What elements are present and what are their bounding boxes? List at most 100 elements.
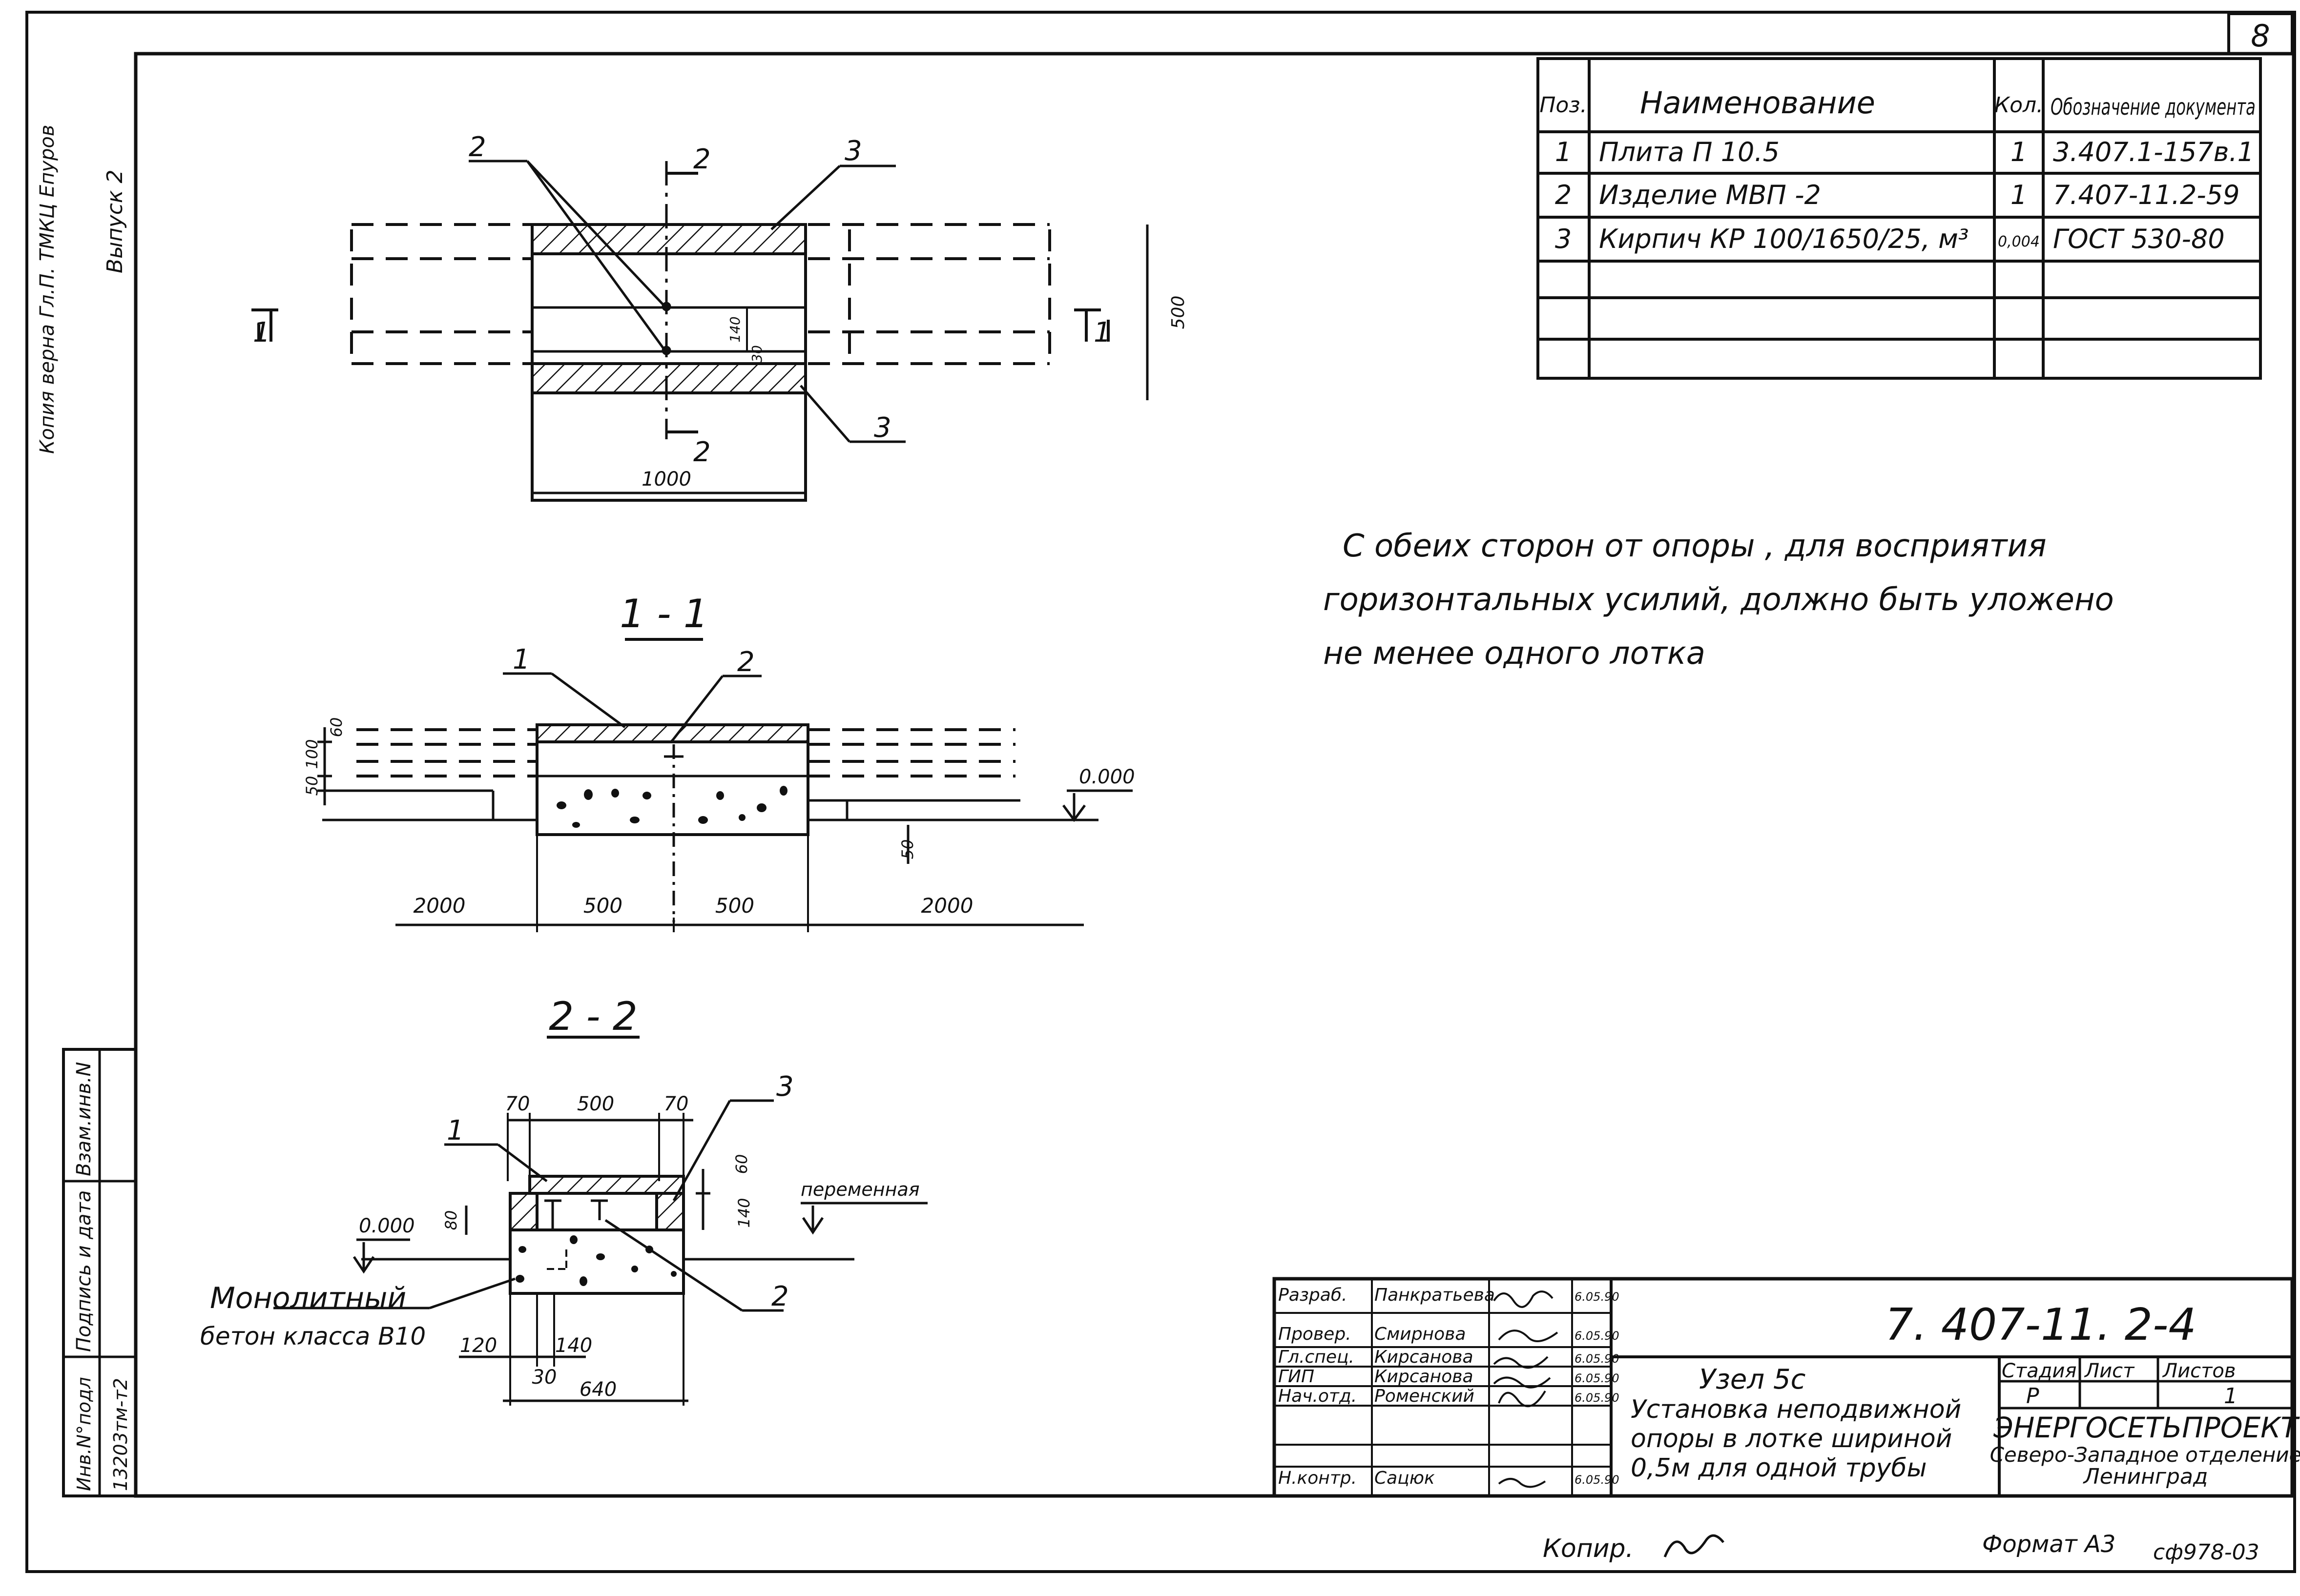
role-6-name: Сацюк xyxy=(1374,1468,1435,1488)
stage-value: Р xyxy=(2026,1384,2039,1409)
s11-dim-60: 60 xyxy=(327,717,346,737)
stage-label: Стадия xyxy=(2002,1360,2076,1382)
sheets-label: Листов xyxy=(2162,1360,2236,1382)
header-doc: Обозначение документа xyxy=(2051,94,2256,120)
s11-dim-500-left: 500 xyxy=(583,894,622,918)
title-block-labels: 7. 407-11. 2-4 Разраб. Панкратьева 6.05.… xyxy=(1278,1285,2300,1489)
description-3: 0,5м для одной трубы xyxy=(1631,1453,1927,1483)
footer-archive: сф978-03 xyxy=(2153,1540,2259,1565)
section-2-2-title: 2 - 2 xyxy=(549,994,638,1039)
role-3-name: Кирсанова xyxy=(1374,1347,1473,1367)
row3-name: Кирпич КР 100/1650/25, м³ xyxy=(1599,224,1969,254)
s22-dim-70-right: 70 xyxy=(664,1093,689,1115)
description-2: опоры в лотке шириной xyxy=(1631,1424,1952,1453)
role-4-date: 6.05.90 xyxy=(1575,1371,1619,1385)
s22-dim-60: 60 xyxy=(732,1154,751,1174)
row1-name: Плита П 10.5 xyxy=(1599,137,1780,167)
s11-dim-2000-right: 2000 xyxy=(921,894,974,918)
issue-note: Выпуск 2 xyxy=(103,170,127,273)
role-5-name: Роменский xyxy=(1374,1386,1474,1406)
s22-concrete-2: бетон класса В10 xyxy=(200,1322,426,1350)
row3-qty: 0,004 xyxy=(1998,233,2040,250)
plan-dim-30: 30 xyxy=(749,345,765,363)
row1-doc: 3.407.1-157в.1 xyxy=(2053,137,2254,167)
s22-dim-70-left: 70 xyxy=(505,1093,530,1115)
role-6-date: 6.05.90 xyxy=(1575,1473,1619,1487)
spec-rows: 1 Плита П 10.5 1 3.407.1-157в.1 2 Издели… xyxy=(1555,137,2254,254)
plan-callout-3-bottom: 3 xyxy=(874,412,891,444)
sheets-value: 1 xyxy=(2224,1384,2238,1409)
role-3: Гл.спец. xyxy=(1278,1347,1354,1367)
plan-view xyxy=(251,160,1149,502)
inv-label: Инв.N°подл xyxy=(73,1377,95,1491)
note-text: С обеих сторон от опоры , для восприятия… xyxy=(1323,528,2114,672)
plan-cut1-left: 1 xyxy=(253,317,270,348)
sign-label: Подпись и дата xyxy=(73,1190,95,1352)
s11-callout-2: 2 xyxy=(737,646,755,678)
sheet-number: 8 xyxy=(2251,18,2270,54)
note-line-1: С обеих сторон от опоры , для восприятия xyxy=(1343,528,2047,564)
section-1-1-title: 1 - 1 xyxy=(620,591,708,636)
s22-callout-1: 1 xyxy=(447,1115,464,1146)
s11-dim-500-right: 500 xyxy=(715,894,754,918)
s22-concrete-1: Монолитный xyxy=(210,1281,406,1315)
s22-callout-3: 3 xyxy=(776,1071,794,1103)
org-branch: Северо-Западное отделение xyxy=(1990,1443,2300,1467)
note-line-2: горизонтальных усилий, должно быть уложе… xyxy=(1323,582,2114,618)
plan-labels: 2 3 3 2 2 1 1 1000 500 140 30 xyxy=(253,131,1188,491)
role-2-date: 6.05.90 xyxy=(1575,1329,1619,1343)
row2-pos: 2 xyxy=(1555,180,1572,210)
row3-pos: 3 xyxy=(1555,224,1572,254)
role-5-date: 6.05.90 xyxy=(1575,1391,1619,1405)
role-5: Нач.отд. xyxy=(1278,1386,1357,1406)
role-4-name: Кирсанова xyxy=(1374,1367,1473,1387)
plan-dim-140: 140 xyxy=(727,316,743,342)
section-1-1-labels: 1 - 1 1 2 0.000 60 100 50 50 2000 500 50… xyxy=(303,591,1135,918)
s22-callout-2: 2 xyxy=(771,1281,789,1312)
sheet-frame xyxy=(25,11,2296,1573)
plan-callout-3-top: 3 xyxy=(845,135,862,167)
s22-dim-140: 140 xyxy=(735,1198,753,1228)
footer-format: Формат А3 xyxy=(1982,1531,2115,1558)
plan-callout-2: 2 xyxy=(469,131,486,163)
node-title: Узел 5с xyxy=(1699,1364,1806,1395)
swap-label: Взам.инв.N xyxy=(73,1062,95,1176)
header-pos: Поз. xyxy=(1539,93,1587,118)
section-1-1 xyxy=(317,638,1133,932)
s11-dim-50b: 50 xyxy=(898,839,917,859)
section-2-2 xyxy=(273,1036,928,1406)
s11-elev: 0.000 xyxy=(1079,766,1135,788)
note-line-3: не менее одного лотка xyxy=(1323,635,1705,672)
s22-dim-140-bottom: 140 xyxy=(555,1334,592,1357)
plan-cut1-right: 1 xyxy=(1094,317,1111,348)
row2-doc: 7.407-11.2-59 xyxy=(2053,180,2240,210)
s22-dim-500: 500 xyxy=(577,1093,614,1115)
s22-dim-120: 120 xyxy=(460,1334,497,1357)
header-name: Наименование xyxy=(1640,85,1875,121)
row2-qty: 1 xyxy=(2010,180,2027,210)
row1-pos: 1 xyxy=(1555,137,1572,167)
row3-doc: ГОСТ 530-80 xyxy=(2053,224,2225,254)
row2-name: Изделие МВП -2 xyxy=(1599,180,1821,210)
signatures xyxy=(1493,1290,1558,1488)
plan-cut2-bottom: 2 xyxy=(693,436,711,468)
copy-note: Копия верна Гл.П. ТМКЦ Епуров xyxy=(36,125,59,454)
plan-dim-500: 500 xyxy=(1168,296,1188,329)
org-name: ЭНЕРГОСЕТЬПРОЕКТ xyxy=(1993,1411,2300,1444)
role-2: Провер. xyxy=(1278,1324,1351,1344)
sheet-label: Лист xyxy=(2084,1360,2135,1382)
doc-code: 7. 407-11. 2-4 xyxy=(1885,1299,2196,1350)
role-6: Н.контр. xyxy=(1278,1468,1357,1488)
s11-dim-100: 100 xyxy=(303,739,321,769)
s11-dim-50a: 50 xyxy=(303,776,321,796)
s22-dim-30: 30 xyxy=(532,1366,557,1389)
footer-copied: Копир. xyxy=(1543,1534,1634,1563)
spec-table: Поз. Наименование Кол. Обозначение докум… xyxy=(1536,57,2262,380)
inv-value: 13203тм-т2 xyxy=(110,1378,131,1491)
roles-table: Разраб. Панкратьева 6.05.90 Провер. Смир… xyxy=(1278,1285,1619,1488)
role-4: ГИП xyxy=(1278,1367,1314,1387)
s22-dim-80: 80 xyxy=(442,1210,460,1230)
role-1-name: Панкратьева xyxy=(1374,1285,1495,1305)
copier-signature xyxy=(1663,1534,1724,1557)
